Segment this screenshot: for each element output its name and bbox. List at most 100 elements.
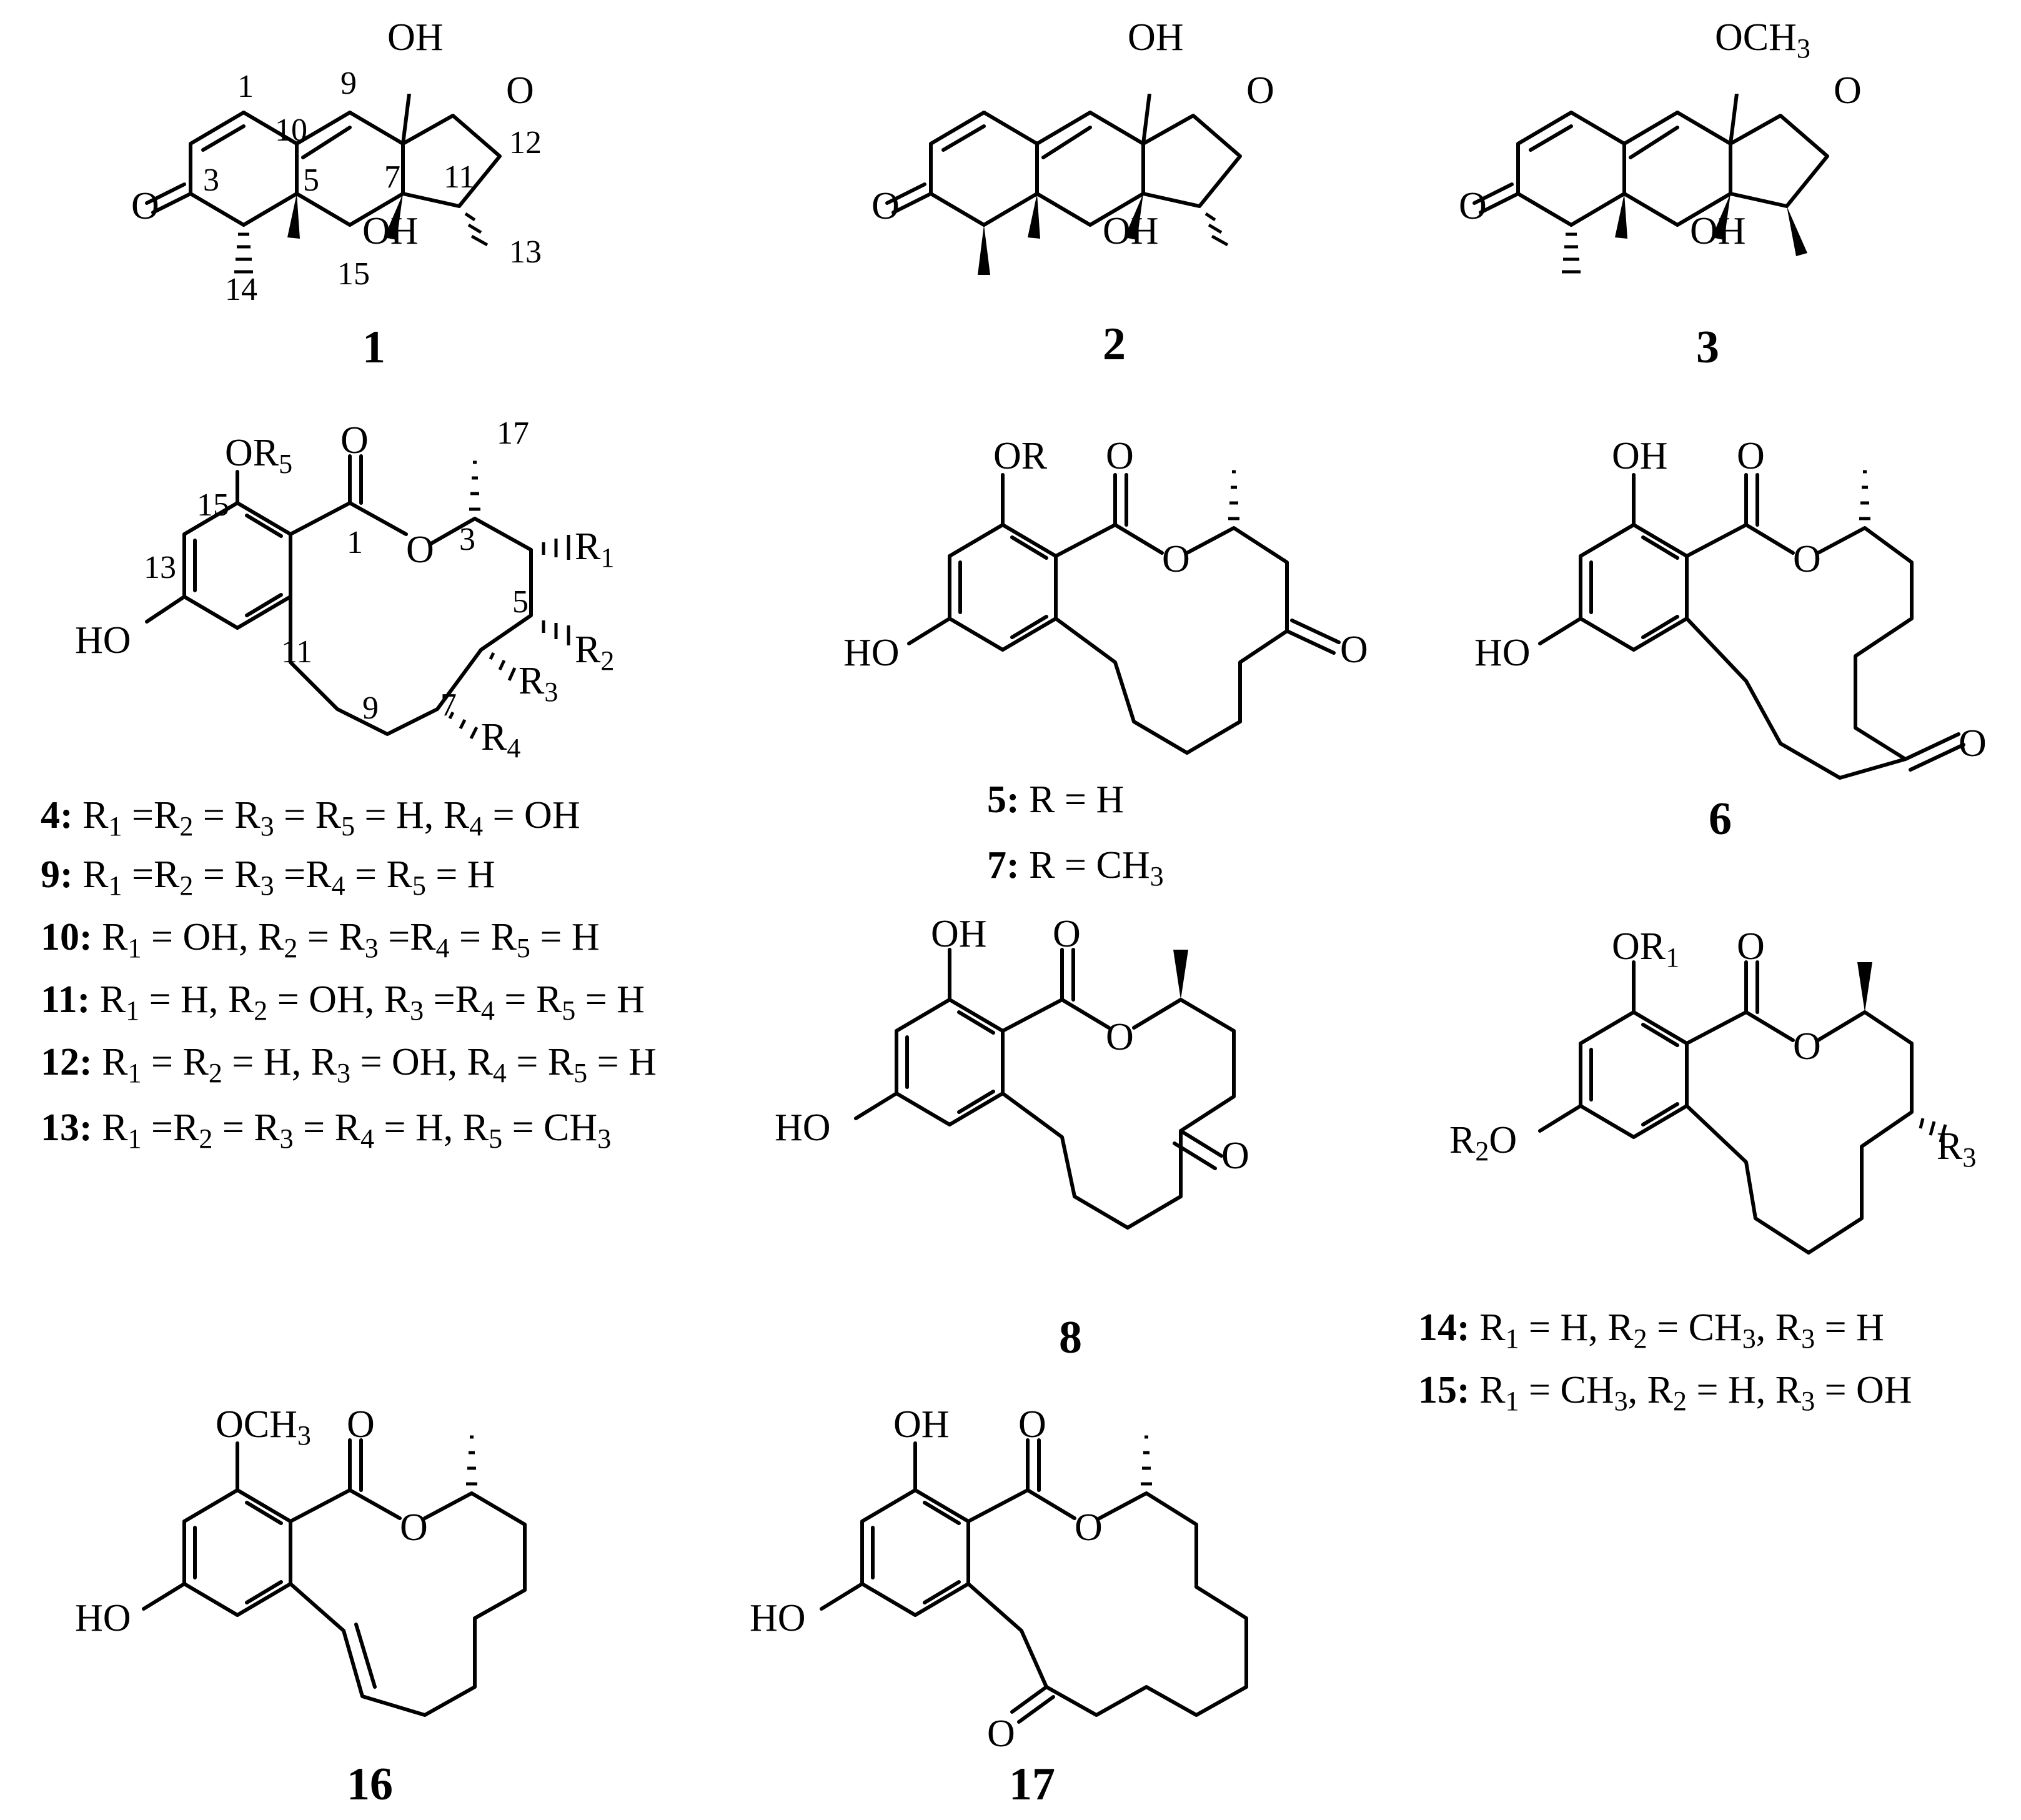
c5-hydroxyl: HO: [843, 632, 900, 674]
compound-label-17: 17: [1009, 1759, 1055, 1810]
c5-ring-oxygen: O: [1162, 538, 1190, 580]
c14-r3-group: R3: [1937, 1125, 1976, 1173]
structure-compound-5: OR O O HO O: [843, 435, 1368, 755]
structure-compound-1: OH O O OH 1 9 10 3 5 7 11 12 13 14 15 1: [131, 16, 542, 373]
structure-compound-14: OR1 O O R2O R3: [1449, 925, 1976, 1255]
c17-hydroxyl: HO: [750, 1597, 806, 1639]
c5-keto-oxygen: O: [1340, 629, 1368, 671]
structure-compound-16: OCH3 O O HO 16: [75, 1403, 527, 1810]
c17-hydroxyl-top: OH: [893, 1403, 950, 1446]
structure-compound-17: OH O O HO O 17: [750, 1403, 1248, 1810]
c3-hydroxyl-bottom: OH: [1690, 210, 1746, 252]
c1-locant-1: 1: [237, 69, 254, 104]
c8-carbonyl-oxygen: O: [1053, 913, 1081, 955]
sub-line-11: 11: R1 = H, R2 = OH, R3 =R4 = R5 = H: [41, 978, 645, 1026]
c8-ring-oxygen: O: [1106, 1016, 1134, 1058]
c8-hydroxyl-top: OH: [931, 913, 987, 955]
c1-locant-9: 9: [340, 66, 357, 101]
compound-label-1: 1: [362, 322, 385, 373]
compound-label-2: 2: [1103, 319, 1126, 370]
c6-hydroxyl-top: OH: [1612, 435, 1668, 477]
c3-methoxy-top: OCH3: [1715, 16, 1810, 64]
compound-label-3: 3: [1696, 322, 1719, 373]
c4-locant-3: 3: [459, 522, 475, 557]
substituent-table-5-7: 5: R = H 7: R = CH3: [987, 778, 1164, 892]
c4-ring-oxygen: O: [406, 529, 434, 571]
c1-ring-oxygen: O: [506, 69, 534, 112]
c8-keto-oxygen: O: [1221, 1135, 1249, 1177]
c16-methoxy: OCH3: [216, 1403, 311, 1451]
sub-line-10: 10: R1 = OH, R2 = R3 =R4 = R5 = H: [41, 916, 600, 963]
c17-ring-oxygen: O: [1075, 1506, 1103, 1549]
c1-locant-11: 11: [444, 159, 475, 195]
c4-locant-9: 9: [362, 690, 379, 726]
c4-hydroxyl: HO: [75, 619, 131, 662]
c4-r3-group: R3: [519, 660, 558, 707]
c4-carbonyl-oxygen: O: [340, 419, 369, 462]
c4-r1-group: R1: [575, 525, 614, 573]
c2-ring-oxygen: O: [1246, 69, 1274, 112]
c1-locant-7: 7: [384, 159, 400, 195]
c1-hydroxyl-top: OH: [387, 16, 444, 59]
c14-r2o-group: R2O: [1449, 1119, 1517, 1166]
c4-locant-17: 17: [497, 415, 529, 451]
c17-carbonyl-oxygen: O: [1018, 1403, 1046, 1446]
c4-locant-7: 7: [440, 687, 457, 723]
c14-carbonyl-oxygen: O: [1737, 925, 1765, 968]
sub-line-4: 4: R1 =R2 = R3 = R5 = H, R4 = OH: [41, 794, 580, 842]
sub-line-12: 12: R1 = R2 = H, R3 = OH, R4 = R5 = H: [41, 1041, 657, 1088]
c5-or-group: OR: [993, 435, 1048, 477]
c2-hydroxyl-bottom: OH: [1103, 210, 1159, 252]
c4-locant-1: 1: [347, 525, 363, 560]
sub-line-5: 5: R = H: [987, 778, 1124, 821]
c5-carbonyl-oxygen: O: [1106, 435, 1134, 477]
c1-locant-15: 15: [337, 256, 370, 292]
c4-locant-11: 11: [281, 634, 312, 670]
c16-carbonyl-oxygen: O: [347, 1403, 375, 1446]
sub-line-15: 15: R1 = CH3, R2 = H, R3 = OH: [1418, 1369, 1912, 1416]
c14-ring-oxygen: O: [1793, 1025, 1821, 1068]
c1-locant-3: 3: [203, 162, 219, 198]
sub-line-14: 14: R1 = H, R2 = CH3, R3 = H: [1418, 1306, 1884, 1354]
c14-or1-group: OR1: [1612, 925, 1679, 973]
c4-locant-13: 13: [144, 550, 176, 585]
c8-hydroxyl: HO: [775, 1106, 831, 1149]
c1-keto-oxygen: O: [131, 185, 159, 227]
c17-keto-oxygen: O: [987, 1713, 1015, 1755]
sub-line-9: 9: R1 =R2 = R3 =R4 = R5 = H: [41, 853, 495, 901]
substituent-table-14-15: 14: R1 = H, R2 = CH3, R3 = H 15: R1 = CH…: [1418, 1306, 1912, 1416]
c4-locant-15: 15: [197, 487, 229, 523]
c3-ring-oxygen: O: [1834, 69, 1862, 112]
c1-locant-12: 12: [509, 125, 542, 161]
structure-compound-6: OH O O HO O 6: [1474, 435, 1987, 845]
substituent-table-4-13: 4: R1 =R2 = R3 = R5 = H, R4 = OH 9: R1 =…: [41, 794, 657, 1154]
c16-ring-oxygen: O: [400, 1506, 428, 1549]
c6-hydroxyl: HO: [1474, 632, 1531, 674]
c1-hydroxyl-bottom: OH: [362, 210, 419, 252]
c1-locant-14: 14: [225, 272, 257, 307]
sub-line-13: 13: R1 =R2 = R3 = R4 = H, R5 = CH3: [41, 1106, 611, 1154]
compound-label-6: 6: [1709, 793, 1732, 845]
structure-compound-8: OH O O HO O 8: [775, 913, 1249, 1363]
structure-compound-3: OCH3 O O OH 3: [1459, 16, 1862, 373]
compound-label-16: 16: [347, 1759, 393, 1810]
c6-ring-oxygen: O: [1793, 538, 1821, 580]
sub-line-7: 7: R = CH3: [987, 844, 1164, 892]
c6-keto-oxygen: O: [1959, 722, 1987, 765]
c4-r2-group: R2: [575, 629, 614, 676]
c4-r4-group: R4: [481, 716, 520, 763]
c4-or5-group: OR5: [225, 432, 292, 479]
structure-compound-2: OH O O OH 2: [871, 16, 1274, 370]
c4-locant-5: 5: [512, 584, 529, 620]
c3-keto-oxygen: O: [1459, 185, 1487, 227]
c6-carbonyl-oxygen: O: [1737, 435, 1765, 477]
c1-locant-13: 13: [509, 234, 542, 270]
structure-compound-4: OR5 O O HO R1 R2 R3 R4 17 15 1 3 13 5 11…: [75, 415, 614, 763]
compound-label-8: 8: [1059, 1312, 1082, 1363]
c16-hydroxyl: HO: [75, 1597, 131, 1639]
c1-locant-10: 10: [275, 112, 307, 148]
c2-keto-oxygen: O: [871, 185, 900, 227]
c2-hydroxyl-top: OH: [1128, 16, 1184, 59]
